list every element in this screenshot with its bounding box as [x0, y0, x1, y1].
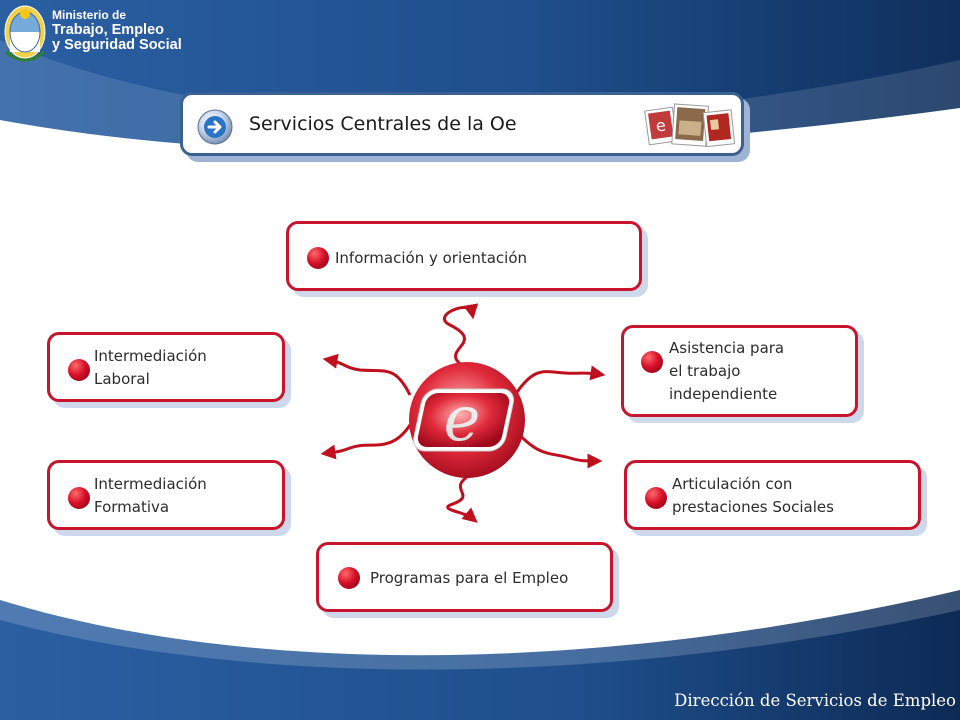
- arrow-lower-left: [320, 424, 412, 460]
- title-box: Servicios Centrales de la Oe e: [180, 92, 744, 156]
- service-box-asistencia[interactable]: Asistencia para el trabajo independiente: [621, 325, 858, 417]
- arrow-upper-left: [322, 353, 412, 396]
- arrow-upper-right: [513, 365, 606, 396]
- bullet-icon: [338, 567, 360, 589]
- arrow-right-circle-icon: [197, 109, 233, 145]
- bullet-icon: [645, 487, 667, 509]
- photo-collage-icon: e: [644, 103, 736, 148]
- svg-text:e: e: [444, 382, 481, 455]
- service-box-intermediacion-laboral[interactable]: Intermediación Laboral: [47, 332, 285, 402]
- arrow-up: [442, 303, 479, 372]
- service-label: Articulación con prestaciones Sociales: [672, 475, 834, 516]
- svg-text:e: e: [655, 115, 667, 135]
- service-box-intermediacion-formativa[interactable]: Intermediación Formativa: [47, 460, 285, 530]
- service-label: Asistencia para el trabajo independiente: [669, 339, 785, 403]
- arrow-lower-right: [513, 429, 603, 469]
- arrow-down: [446, 473, 478, 523]
- ministry-line2: Trabajo, Empleo: [52, 22, 164, 38]
- service-box-articulacion[interactable]: Articulación con prestaciones Sociales: [624, 460, 921, 530]
- ministry-seal-icon: [4, 5, 46, 62]
- service-label: Programas para el Empleo: [370, 569, 569, 587]
- service-label: Intermediación Laboral: [94, 347, 207, 388]
- bullet-icon: [641, 351, 663, 373]
- service-box-programas[interactable]: Programas para el Empleo: [316, 542, 613, 612]
- service-label: Intermediación Formativa: [94, 475, 207, 516]
- footer-background: [0, 590, 960, 720]
- page-title: Servicios Centrales de la Oe: [249, 113, 517, 135]
- ministry-line1: Ministerio de: [52, 8, 127, 22]
- service-box-informacion[interactable]: Información y orientación: [286, 221, 642, 291]
- ministry-line3: y Seguridad Social: [52, 37, 182, 53]
- connector-arrows: [320, 303, 606, 523]
- ministry-name: Ministerio de Trabajo, Empleo y Segurida…: [52, 8, 182, 53]
- oe-logo-icon: e: [409, 362, 525, 478]
- footer-text: Dirección de Servicios de Empleo: [674, 691, 956, 710]
- bullet-icon: [68, 487, 90, 509]
- service-label: Información y orientación: [335, 249, 528, 267]
- bullet-icon: [68, 359, 90, 381]
- bullet-icon: [307, 247, 329, 269]
